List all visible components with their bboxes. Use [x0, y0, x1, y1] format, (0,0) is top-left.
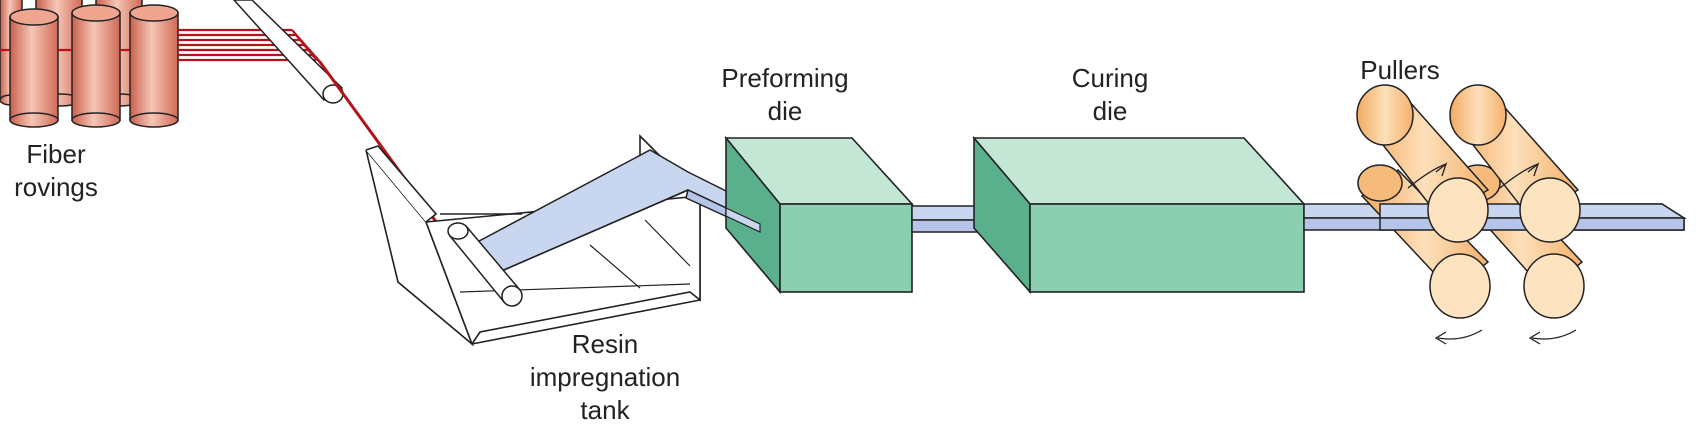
preforming-die [724, 135, 914, 295]
label-line: tank [580, 395, 630, 425]
label-line: die [767, 96, 803, 126]
label-line: Curing [1071, 63, 1149, 93]
label-curing-die: Curing die [1030, 62, 1190, 128]
label-resin-impregnation-tank: Resin impregnation tank [505, 328, 705, 427]
fiber-roll [129, 4, 179, 128]
fiber-strand-to-tank [318, 61, 460, 253]
rotation-arrow-icon [1435, 162, 1448, 177]
rotation-arrow-icon [1434, 331, 1447, 345]
preform-entry-sheet [725, 207, 761, 233]
label-line: Pullers [1360, 55, 1440, 85]
label-fiber-rovings: Fiber rovings [0, 138, 112, 204]
puller-roller-upper-left [1356, 84, 1490, 243]
label-line: impregnation [529, 362, 681, 392]
curing-die [972, 135, 1306, 295]
label-line: die [1092, 96, 1128, 126]
rotation-arrows-bottom [1434, 329, 1577, 345]
rotation-arrow-icon [1528, 331, 1541, 345]
label-preforming-die: Preforming die [705, 62, 865, 128]
fiber-roll [71, 4, 121, 128]
fiber-rovings [0, 0, 179, 128]
guide-rod [232, 0, 344, 104]
label-pullers: Pullers [1320, 54, 1480, 87]
pullers [1356, 84, 1687, 319]
puller-roller-lower-left [1357, 164, 1491, 319]
tank-roller [447, 222, 523, 307]
label-line: rovings [14, 172, 98, 202]
rotation-arrow-icon [1527, 162, 1540, 177]
rotation-arrow-icon [1437, 329, 1483, 340]
label-line: Resin [571, 329, 639, 359]
puller-roller-upper-right [1449, 84, 1581, 243]
rotation-arrow-icon [1499, 163, 1539, 189]
label-line: Fiber [26, 139, 86, 169]
fiber-roll [9, 8, 59, 128]
rotation-arrow-icon [1531, 329, 1577, 340]
label-line: Preforming [721, 63, 849, 93]
rotation-arrow-icon [1407, 163, 1447, 189]
